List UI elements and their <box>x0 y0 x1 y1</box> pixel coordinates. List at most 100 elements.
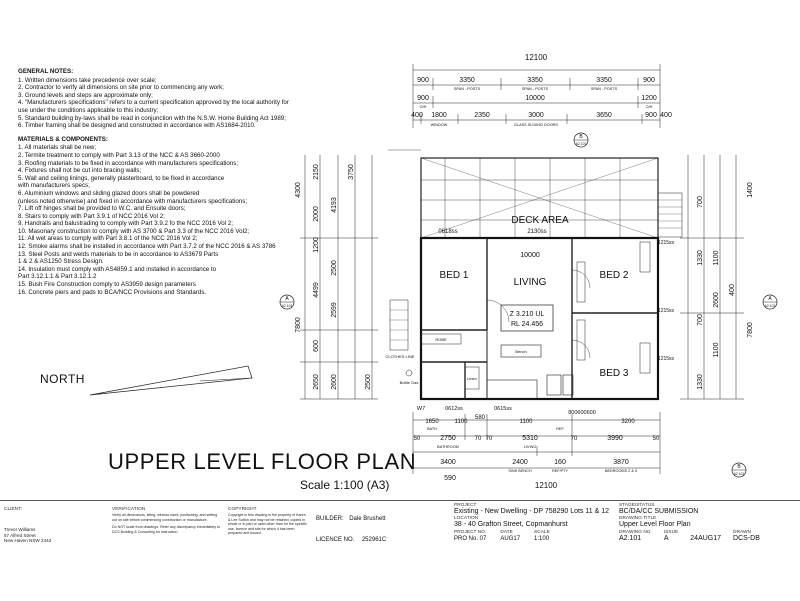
svg-text:7800: 7800 <box>295 317 302 333</box>
svg-text:BATH: BATH <box>427 427 437 431</box>
svg-text:1215ss: 1215ss <box>658 356 675 362</box>
svg-text:900: 900 <box>643 77 655 84</box>
svg-text:SPAN - POSTS: SPAN - POSTS <box>522 87 549 91</box>
material-line: with manufacturers specs; <box>18 182 90 190</box>
svg-text:WINDOW: WINDOW <box>431 123 448 127</box>
svg-text:590: 590 <box>444 475 456 482</box>
svg-text:1215ss: 1215ss <box>658 308 675 314</box>
svg-text:BEDROOMS 2 & 3: BEDROOMS 2 & 3 <box>605 469 637 473</box>
materials-heading: MATERIALS & COMPONENTS: <box>18 135 108 143</box>
bottom-dimension-lines <box>412 412 661 474</box>
svg-text:1650: 1650 <box>425 419 439 425</box>
svg-text:SPAN - POSTS: SPAN - POSTS <box>591 87 618 91</box>
material-line: 5. Wall and ceiling linings, generally p… <box>18 174 225 182</box>
top-dimension-lines <box>412 64 661 128</box>
material-line: 1 & 2 & AS1250 Stress Design. <box>18 258 104 266</box>
material-line: Part 3.12.1.1 & Part 3.12.1.2 <box>18 273 97 281</box>
svg-text:B: B <box>737 464 741 470</box>
svg-text:REF: REF <box>556 427 564 431</box>
svg-text:900: 900 <box>645 112 657 119</box>
svg-text:1330: 1330 <box>697 250 704 266</box>
svg-text:5310: 5310 <box>522 435 538 442</box>
dim-overall-top: 12100 <box>525 53 548 62</box>
svg-text:1330: 1330 <box>697 374 704 390</box>
licence-block: LICENCE NO. 252961C <box>316 537 387 543</box>
svg-text:1800: 1800 <box>431 112 447 119</box>
svg-text:10000: 10000 <box>520 252 540 259</box>
svg-text:3350: 3350 <box>527 77 543 84</box>
svg-text:2600: 2600 <box>331 374 338 390</box>
svg-text:SPAN - POSTS: SPAN - POSTS <box>454 87 481 91</box>
material-line: 8. Stairs to comply with Part 3.9.1 of N… <box>18 212 165 220</box>
svg-text:900: 900 <box>417 95 429 102</box>
material-line: 7. Lift off hinges shall be provided to … <box>18 205 186 213</box>
room-bed-1: BED 1 <box>440 270 469 281</box>
svg-text:580: 580 <box>475 415 486 421</box>
svg-text:A2.101: A2.101 <box>765 304 776 308</box>
svg-text:160: 160 <box>554 459 566 466</box>
svg-text:A2.101: A2.101 <box>734 472 745 476</box>
svg-text:0618ss: 0618ss <box>438 229 457 235</box>
svg-text:0615ss: 0615ss <box>494 406 512 412</box>
floor-plan-drawing: B A2.101 A A2.101 A A2.101 B A2.101 1210… <box>89 53 778 490</box>
note-line: use under the conditions applicable to t… <box>18 106 159 114</box>
svg-text:A: A <box>768 296 772 302</box>
svg-text:800600600: 800600600 <box>568 410 596 416</box>
section-marker-b-top: B A2.101 <box>573 132 589 148</box>
svg-text:3990: 3990 <box>607 435 623 442</box>
svg-text:Bench: Bench <box>515 349 526 354</box>
svg-text:1200: 1200 <box>641 95 657 102</box>
plan-labels: 12100 900 3350 3350 3350 900 SPAN - POST… <box>295 53 754 490</box>
note-line: 3. Ground levels and steps are approxima… <box>18 91 153 99</box>
svg-text:2000: 2000 <box>313 206 320 222</box>
svg-text:3870: 3870 <box>613 459 629 466</box>
svg-text:7800: 7800 <box>747 322 754 338</box>
section-marker-b-bottom: B A2.101 <box>731 462 747 478</box>
material-line: 9. Handrails and balustrading to comply … <box>18 220 233 228</box>
svg-text:700: 700 <box>697 196 704 208</box>
svg-text:900: 900 <box>417 77 429 84</box>
section-marker-label: B <box>579 134 583 140</box>
north-label: NORTH <box>40 372 85 386</box>
material-line: 4. Fixtures shall not be cut into bracin… <box>18 167 142 175</box>
svg-text:A: A <box>285 296 289 302</box>
material-line: 12. Smoke alarms shall be installed in a… <box>18 243 276 251</box>
note-line: 2. Contractor to verify all dimensions o… <box>18 84 224 92</box>
svg-text:400: 400 <box>660 112 672 119</box>
svg-text:70: 70 <box>475 436 482 442</box>
svg-text:Bottle Gas: Bottle Gas <box>400 380 419 385</box>
svg-text:3350: 3350 <box>596 77 612 84</box>
builder-block: BUILDER: Dale Brushett <box>316 516 386 522</box>
svg-text:2350: 2350 <box>474 112 490 119</box>
svg-text:2750: 2750 <box>440 435 456 442</box>
material-line: 14. Insulation must comply with AS4859.1… <box>18 265 217 273</box>
material-line: 11. All wet areas to comply with Part 3.… <box>18 235 198 243</box>
svg-text:2130ss: 2130ss <box>527 229 546 235</box>
material-line: 13. Steel Posts and welds materials to b… <box>18 250 219 258</box>
svg-text:A2.101: A2.101 <box>282 304 293 308</box>
copyright-block: COPYRIGHT Copyright in this drawing is t… <box>228 507 307 536</box>
svg-text:2400: 2400 <box>512 459 528 466</box>
svg-text:GLASS SLIDING DOORS: GLASS SLIDING DOORS <box>514 123 558 127</box>
material-line: 16. Concrete piers and pads to BCA/NCC P… <box>18 288 207 296</box>
svg-text:2150: 2150 <box>313 164 320 180</box>
general-notes-heading: GENERAL NOTES: <box>18 68 74 75</box>
title-block: CLIENT: Trevor Williams 57 Alfred Street… <box>0 500 800 601</box>
svg-text:12100: 12100 <box>535 481 558 490</box>
svg-text:400: 400 <box>729 284 736 296</box>
svg-text:10000: 10000 <box>525 95 545 102</box>
svg-text:70: 70 <box>486 436 493 442</box>
note-line: 6. Timber framing shall be designed and … <box>18 122 256 130</box>
note-line: 5. Standard building by-laws shall be re… <box>18 114 286 122</box>
svg-text:2600: 2600 <box>713 292 720 308</box>
svg-text:3000: 3000 <box>528 112 544 119</box>
material-line: 15. Bush Fire Construction comply to AS3… <box>18 281 196 289</box>
svg-text:3350: 3350 <box>459 77 475 84</box>
svg-text:1100: 1100 <box>713 250 720 265</box>
material-line: (unless noted otherwise) and fixed in ac… <box>18 197 248 205</box>
right-dimension-lines <box>680 155 744 400</box>
svg-text:3650: 3650 <box>596 112 612 119</box>
room-bed-3: BED 3 <box>600 368 629 379</box>
svg-text:2599: 2599 <box>331 302 338 318</box>
project-block: PROJECT Existing - New Dwelling - DP 758… <box>454 503 609 543</box>
